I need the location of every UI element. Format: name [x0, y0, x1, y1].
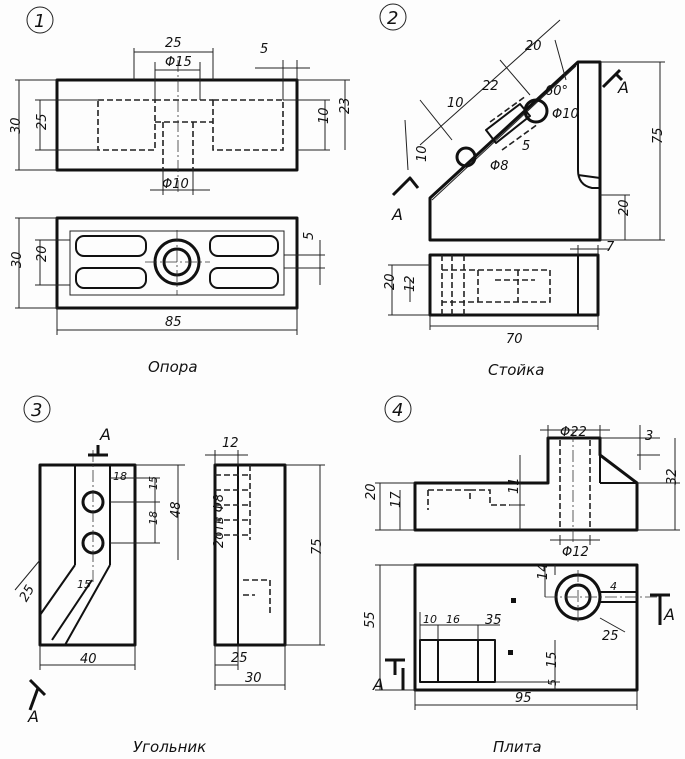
dim-label: 10 [423, 613, 437, 626]
panel-1-support: 1 25 Φ15 5 30 25 10 23 Φ10 30 20 5 85 Оп… [9, 6, 353, 376]
dim-label: 10 [447, 96, 464, 111]
front-view [14, 445, 185, 711]
dim-label: 85 [165, 315, 182, 330]
dim-label: Φ8 [490, 159, 509, 174]
dim-label: 14 [536, 563, 551, 580]
dim-label: 12 [403, 275, 418, 292]
dim-label: 55 [363, 611, 378, 628]
part-title: Плита [493, 738, 542, 756]
part-title: Стойка [488, 361, 544, 379]
dim-label: 7 [606, 240, 615, 255]
dim-label: 75 [651, 127, 666, 144]
dim-label: 95 [515, 691, 532, 706]
dim-label: Φ15 [165, 55, 192, 70]
dim-label: 10 [317, 107, 332, 124]
dim-label: 5 [260, 42, 268, 57]
dim-label: 60° [545, 84, 568, 99]
section-label-a: A [391, 205, 403, 224]
dim-label: 5 [522, 139, 530, 154]
dim-label: 25 [602, 629, 619, 644]
dim-label: 20 [364, 483, 379, 500]
dim-label: 35 [485, 613, 502, 628]
dim-label: 25 [231, 651, 248, 666]
front-view [391, 19, 665, 242]
panel-number: 1 [34, 11, 45, 32]
dim-label: 5 [302, 232, 317, 240]
top-view [15, 216, 325, 335]
dim-label: 22 [482, 79, 499, 94]
dim-label: Φ10 [162, 177, 189, 192]
dim-label: 25 [165, 36, 182, 51]
dim-label: 4 [610, 580, 617, 593]
part-title: Угольник [133, 738, 206, 756]
dim-label: 15 [77, 578, 91, 591]
dim-label: 12 [222, 436, 239, 451]
dim-label: 20 [617, 199, 632, 216]
dim-label: 15 [545, 651, 560, 668]
panel-4-plate: 4 Φ22 3 20 17 11 32 Φ12 35 14 4 10 16 55… [363, 395, 680, 756]
dim-label: 10 [415, 145, 430, 162]
dim-label: Φ22 [560, 425, 587, 440]
dim-label: 30 [10, 251, 25, 268]
section-label-a: A [617, 78, 629, 97]
panel-3-angle-bracket: 3 A 18 15 18 48 2отв Φ8 25 15 40 A 12 75… [14, 395, 325, 756]
dim-label: 17 [389, 491, 404, 508]
dim-label: 16 [446, 613, 460, 626]
side-view [205, 450, 325, 690]
section-label-a: A [663, 605, 675, 624]
section-label-a: A [99, 425, 111, 444]
section-label-a: A [27, 707, 39, 726]
part-title: Опора [148, 358, 198, 376]
front-view [375, 425, 680, 545]
dim-label: 23 [338, 97, 353, 114]
dim-label: 20 [35, 245, 50, 262]
dim-label: 11 [507, 477, 522, 494]
dim-label: 40 [80, 652, 97, 667]
top-view [388, 245, 610, 330]
dim-label: 18 [147, 511, 160, 525]
dim-label: Φ12 [562, 545, 589, 560]
dim-label: 25 [17, 583, 38, 605]
dim-label: 20 [525, 39, 542, 54]
dim-label: 70 [506, 332, 523, 347]
panel-number: 3 [31, 400, 42, 421]
dim-label: 15 [147, 476, 160, 490]
dim-label: 18 [113, 470, 127, 483]
panel-2-stand: 2 20 10 22 60° Φ10 10 Φ8 5 75 20 A A 7 2… [379, 3, 666, 379]
dim-label: 48 [169, 501, 184, 518]
dim-label: 5 [546, 679, 559, 686]
dim-label: 20 [383, 273, 398, 290]
dim-label: 75 [310, 538, 325, 555]
top-view [375, 563, 670, 710]
dim-label: Φ10 [552, 107, 579, 122]
section-label-a: A [372, 675, 384, 694]
panel-number: 2 [387, 8, 398, 29]
dim-label: 30 [9, 117, 24, 134]
dim-label: 25 [35, 113, 50, 130]
dim-label: 3 [645, 429, 653, 444]
dim-label: 32 [665, 468, 680, 485]
panel-number-circle [26, 6, 54, 34]
dim-label: 30 [245, 671, 262, 686]
front-view [15, 48, 350, 195]
panel-number: 4 [392, 400, 403, 421]
